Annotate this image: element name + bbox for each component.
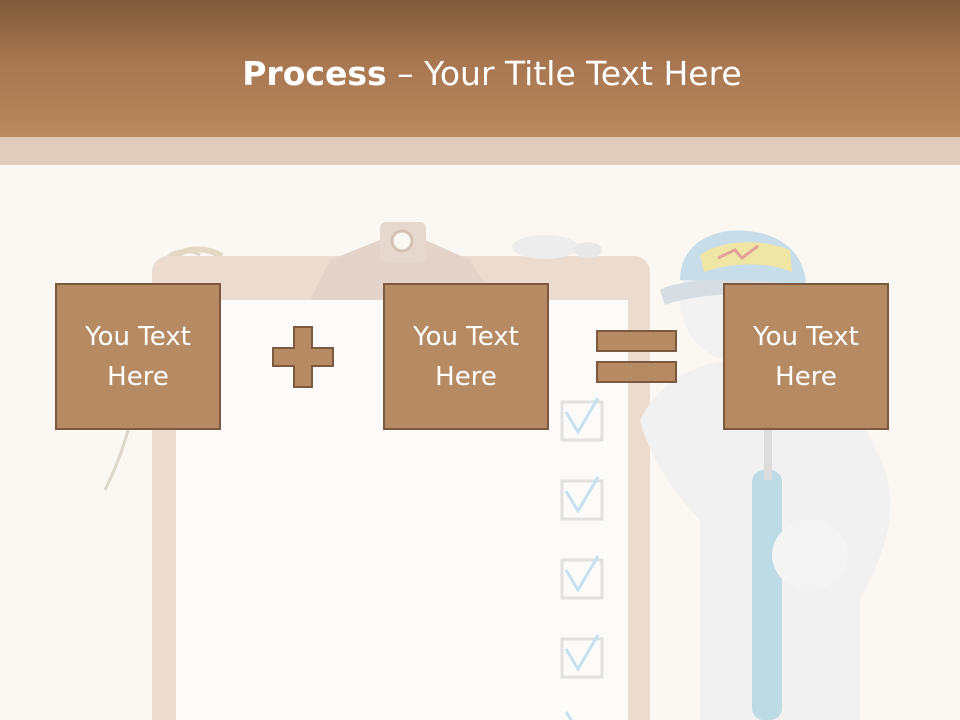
- checkmark-icon: [564, 711, 574, 720]
- background-illustration: [0, 165, 960, 720]
- checkbox-icon: [560, 558, 604, 600]
- checklist: [560, 397, 604, 720]
- text-box-2[interactable]: You Text Here: [383, 283, 549, 430]
- text-box-label: You Text Here: [753, 321, 859, 392]
- figure-fist: [772, 520, 848, 590]
- clipboard-figure-illustration: [103, 222, 891, 720]
- title-rest: – Your Title Text Here: [386, 54, 742, 93]
- equals-icon: [596, 330, 677, 383]
- clip-hole: [390, 229, 414, 253]
- checkbox-icon: [560, 637, 604, 679]
- cap-panel: [700, 242, 792, 272]
- slide-title: Process – Your Title Text Here: [0, 52, 960, 96]
- checkmark-icon: [564, 397, 600, 435]
- plus-icon: [272, 326, 334, 388]
- checkbox-icon: [560, 400, 604, 442]
- checkbox-icon: [560, 479, 604, 521]
- lightning-icon: [717, 244, 759, 261]
- text-box-1[interactable]: You Text Here: [55, 283, 221, 430]
- header-bar: [0, 0, 960, 137]
- screwdriver-handle: [752, 470, 782, 720]
- figure-fingers: [574, 242, 602, 258]
- checkmark-icon: [564, 476, 600, 514]
- screwdriver-shaft: [764, 400, 772, 480]
- checkmark-icon: [564, 634, 600, 672]
- figure-hand: [512, 235, 578, 259]
- text-box-label: You Text Here: [413, 321, 519, 392]
- text-box-3[interactable]: You Text Here: [723, 283, 889, 430]
- title-bold: Process: [242, 54, 387, 93]
- header-band: [0, 137, 960, 165]
- text-box-label: You Text Here: [85, 321, 191, 392]
- checkmark-icon: [564, 555, 600, 593]
